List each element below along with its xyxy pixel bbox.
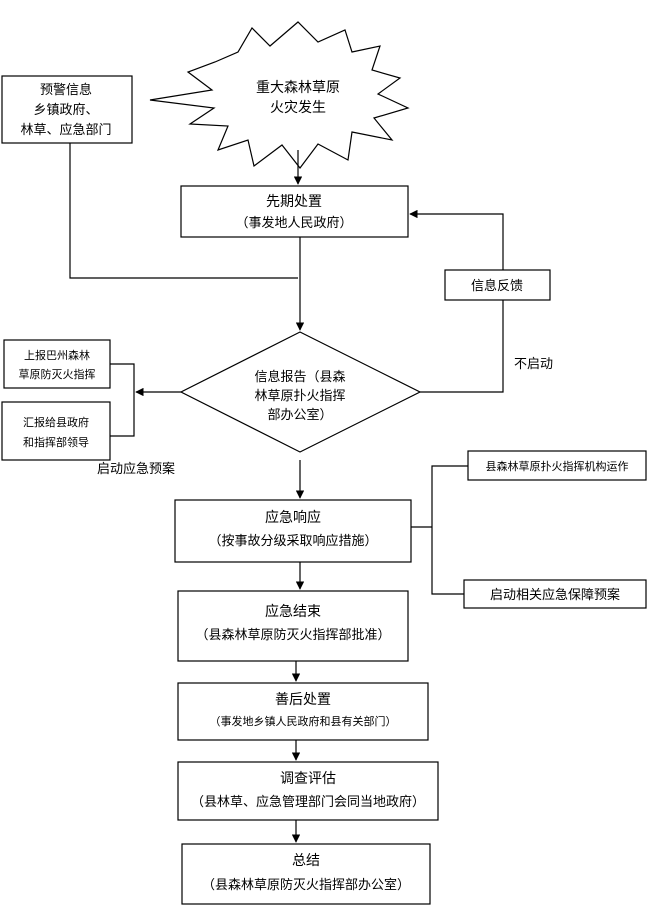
investigation-text-2: （县林草、应急管理部门会同当地政府） [191, 794, 425, 810]
summary-text-1: 总结 [292, 853, 320, 869]
report-county-node: 汇报给县政府 和指挥部领导 [1, 401, 111, 461]
report-up-node: 上报巴州森林 草原防灭火指挥 [3, 339, 111, 389]
initial-handling-text-2: （事发地人民政府） [235, 215, 352, 231]
line-report-to-feedback [420, 300, 504, 393]
feedback-node: 信息反馈 [444, 269, 551, 301]
emergency-end-text-1: 应急结束 [265, 603, 321, 620]
report-up-text-1: 上报巴州森林 [24, 348, 90, 362]
warning-info-text-2: 乡镇政府、 [33, 103, 98, 118]
summary-node: 总结 （县森林草原防灭火指挥部办公室） [181, 843, 431, 905]
fire-event-text-2: 火灾发生 [270, 99, 326, 116]
warning-info-node: 预警信息 乡镇政府、 林草、应急部门 [1, 75, 133, 144]
info-report-text-3: 部办公室） [267, 407, 332, 423]
emergency-end-node: 应急结束 （县森林草原防灭火指挥部批准） [177, 590, 409, 662]
support-plan-text: 启动相关应急保障预案 [490, 587, 620, 603]
investigation-text-1: 调查评估 [280, 771, 336, 787]
aftermath-text-1: 善后处置 [275, 692, 331, 708]
no-start-label: 不启动 [514, 357, 553, 372]
report-county-text-1: 汇报给县政府 [23, 415, 89, 429]
report-up-text-2: 草原防灭火指挥 [19, 367, 96, 381]
bracket-left-reports [110, 363, 135, 437]
agency-operation-text: 县森林草原扑火指挥机构运作 [486, 459, 629, 473]
summary-text-2: （县森林草原防灭火指挥部办公室） [202, 877, 410, 893]
aftermath-node: 善后处置 （事发地乡镇人民政府和县有关部门） [177, 682, 429, 741]
line-warning-to-main [69, 143, 298, 279]
info-report-text-2: 林草原扑火指挥 [254, 389, 345, 404]
info-report-node: 信息报告（县森 林草原扑火指挥 部办公室） [179, 331, 422, 453]
warning-info-text-1: 预警信息 [40, 82, 92, 98]
aftermath-text-2: （事发地乡镇人民政府和县有关部门） [210, 714, 397, 728]
initial-handling-text-1: 先期处置 [266, 194, 322, 210]
fire-event-node: 重大森林草原 火灾发生 [149, 21, 410, 169]
emergency-response-node: 应急响应 （按事故分级采取响应措施） [174, 499, 412, 563]
warning-info-text-3: 林草、应急部门 [20, 122, 111, 138]
agency-operation-node: 县森林草原扑火指挥机构运作 [467, 450, 647, 481]
feedback-text: 信息反馈 [471, 278, 523, 294]
arrow-feedback-to-initial [409, 209, 504, 270]
emergency-end-text-2: （县森林草原防灭火指挥部批准） [195, 627, 390, 643]
initial-handling-node: 先期处置 （事发地人民政府） [180, 185, 409, 238]
emergency-response-text-1: 应急响应 [265, 509, 321, 526]
report-county-text-2: 和指挥部领导 [23, 435, 89, 449]
investigation-node: 调查评估 （县林草、应急管理部门会同当地政府） [177, 761, 439, 821]
info-report-text-1: 信息报告（县森 [254, 369, 345, 385]
emergency-response-text-2: （按事故分级采取响应措施） [208, 533, 377, 549]
start-plan-label: 启动应急预案 [97, 461, 175, 477]
bracket-right-actions [431, 465, 468, 595]
fire-event-text-1: 重大森林草原 [256, 80, 340, 96]
support-plan-node: 启动相关应急保障预案 [463, 579, 647, 609]
